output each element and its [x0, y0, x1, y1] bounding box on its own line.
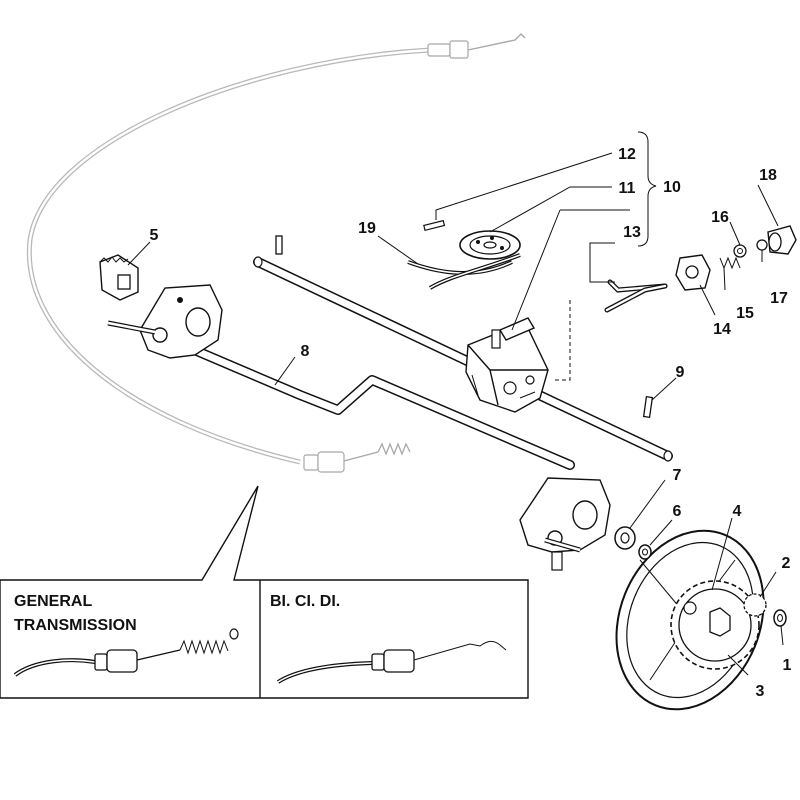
callout-9: 9 — [676, 364, 685, 381]
callout-12: 12 — [618, 146, 636, 163]
callout-17: 17 — [770, 290, 788, 307]
key-part — [423, 219, 446, 232]
left-bracket — [107, 284, 223, 359]
pinion-gear-part — [99, 254, 139, 301]
small-pinion-part — [743, 593, 767, 617]
inset-panel-general: GENERAL TRANSMISSION — [13, 593, 239, 677]
callout-10: 10 — [663, 179, 681, 196]
callout-13: 13 — [623, 224, 641, 241]
callout-7: 7 — [673, 467, 682, 484]
panel-title-general-line2: TRANSMISSION — [14, 617, 137, 634]
pins — [275, 235, 654, 419]
callout-3: 3 — [756, 683, 765, 700]
inset-box: GENERAL TRANSMISSION BI. CI. DI. — [0, 485, 529, 699]
pulley-belt — [407, 230, 521, 290]
adjuster-assembly — [675, 225, 797, 291]
front-shaft — [173, 338, 575, 470]
l-rod — [604, 279, 668, 313]
callout-8: 8 — [301, 343, 310, 360]
gearbox — [465, 317, 549, 413]
drive-gear-part — [670, 580, 760, 670]
callout-6: 6 — [673, 503, 682, 520]
upper-axle — [253, 256, 673, 462]
callout-16: 16 — [711, 209, 729, 226]
control-cable — [26, 33, 526, 473]
callout-11: 11 — [619, 180, 636, 197]
leader-lines — [127, 131, 784, 676]
callout-19: 19 — [358, 220, 376, 237]
callout-18: 18 — [759, 167, 777, 184]
callout-5: 5 — [150, 227, 159, 244]
panel-title-bicidi: BI. CI. DI. — [270, 593, 340, 610]
callout-4: 4 — [733, 503, 742, 520]
callout-numbers: 1 2 3 4 5 6 7 8 9 10 11 12 13 14 15 16 1… — [150, 146, 792, 700]
callout-14: 14 — [713, 321, 731, 338]
bearing-parts — [614, 526, 652, 560]
callout-15: 15 — [736, 305, 754, 322]
washer-part — [773, 609, 787, 627]
inset-panel-bicidi: BI. CI. DI. — [270, 593, 507, 684]
callout-2: 2 — [782, 555, 791, 572]
panel-title-general-line1: GENERAL — [14, 593, 92, 610]
right-bracket — [519, 477, 611, 571]
callout-1: 1 — [783, 657, 792, 674]
